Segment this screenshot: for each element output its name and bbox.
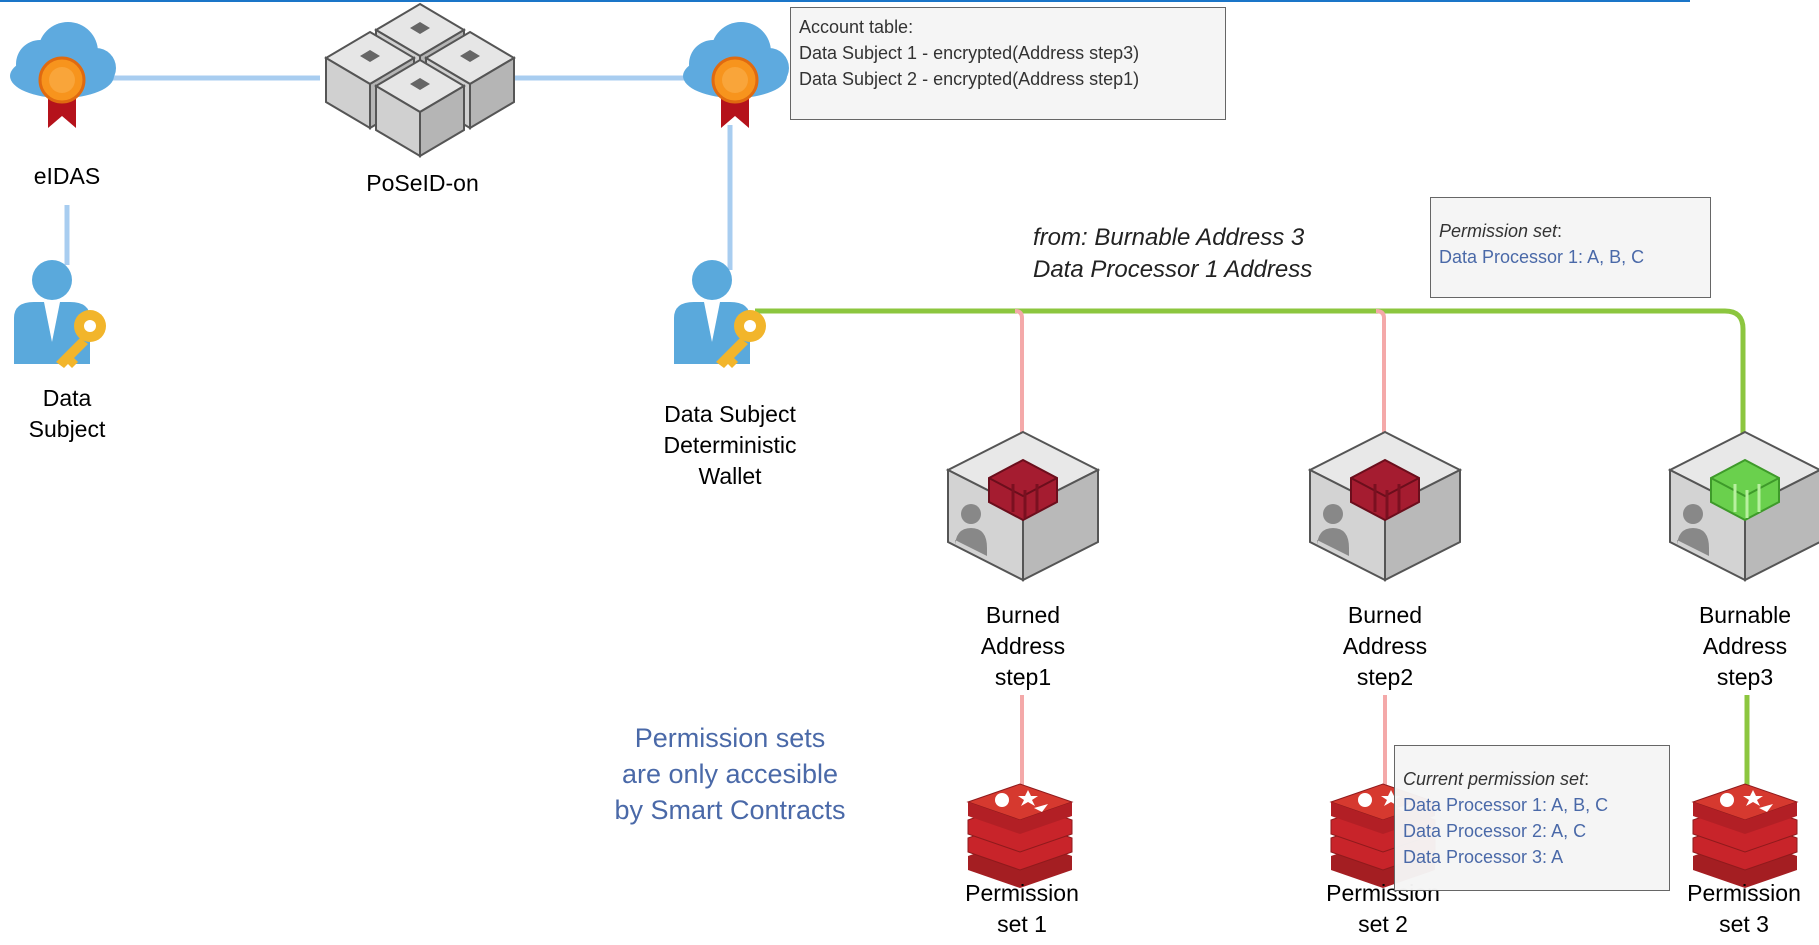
- wallet-person-icon: [674, 260, 766, 368]
- current-permission-row: Data Processor 1: A, B, C: [1403, 795, 1609, 815]
- permission-set-title: Permission set:: [1439, 221, 1563, 241]
- account-table-note: Account table: Data Subject 1 - encrypte…: [790, 7, 1226, 120]
- poseidon-label: PoSeID-on: [366, 170, 479, 196]
- link-wallet-addr1: [1014, 309, 1024, 433]
- account-table-row: Data Subject 2 - encrypted(Address step1…: [799, 69, 1140, 89]
- perm3-database-icon: [1692, 783, 1798, 889]
- current-permission-row: Data Processor 2: A, C: [1403, 821, 1587, 841]
- current-permission-row: Data Processor 3: A: [1403, 847, 1564, 867]
- eidas-certificate-cloud-icon: [8, 20, 118, 130]
- addr3-box-icon: [1669, 431, 1819, 581]
- permission-set-row: Data Processor 1: A, B, C: [1439, 247, 1645, 267]
- link-wallet-addr2: [1375, 309, 1386, 433]
- addr2-box-icon: [1309, 431, 1461, 581]
- data-subject-person-icon: [14, 260, 106, 368]
- link-wallet-addr3: [755, 308, 1746, 438]
- permission-set-note: Permission set: Data Processor 1: A, B, …: [1430, 197, 1711, 298]
- wallet-certificate-cloud-icon: [681, 20, 791, 130]
- eidas-label: eIDAS: [33, 163, 101, 189]
- current-permission-set-note: Current permission set: Data Processor 1…: [1394, 745, 1670, 891]
- perm1-database-icon: [967, 783, 1073, 889]
- poseidon-cluster-icon: [325, 3, 515, 157]
- account-table-title: Account table:: [799, 17, 914, 37]
- account-table-row: Data Subject 1 - encrypted(Address step3…: [799, 43, 1140, 63]
- current-permission-set-title: Current permission set:: [1403, 769, 1590, 789]
- addr1-box-icon: [947, 431, 1099, 581]
